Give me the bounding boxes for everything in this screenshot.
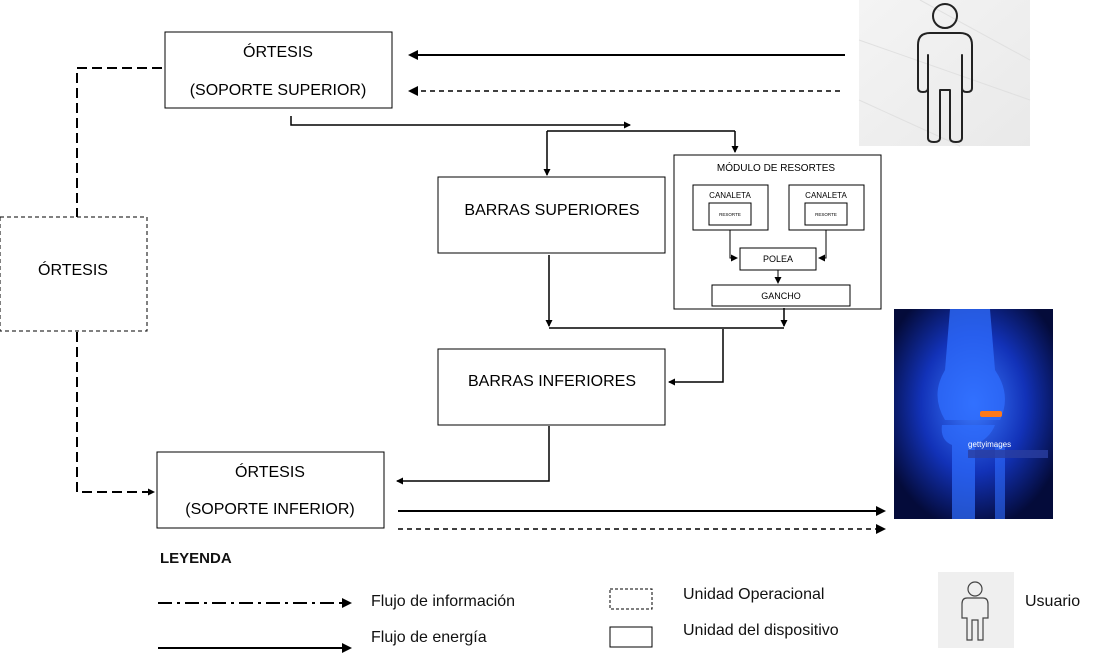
svg-text:gettyimages: gettyimages bbox=[968, 440, 1011, 449]
legend-operational-swatch bbox=[609, 588, 653, 610]
ortesis-superior-line2: (SOPORTE SUPERIOR) bbox=[190, 82, 367, 99]
legend-user-label: Usuario bbox=[1025, 593, 1081, 610]
barras-superiores-label: BARRAS SUPERIORES bbox=[464, 202, 639, 219]
connector-canaleta-right-to-polea bbox=[818, 230, 827, 262]
legend-user-icon bbox=[938, 572, 1014, 648]
ortesis-inferior-line1: ÓRTESIS bbox=[235, 462, 305, 481]
legend-device-swatch bbox=[609, 626, 653, 648]
ortesis-superior-line1: ÓRTESIS bbox=[243, 42, 313, 61]
legend-title: LEYENDA bbox=[160, 550, 232, 567]
legend-device-label: Unidad del dispositivo bbox=[683, 622, 839, 639]
barras-inferiores-label: BARRAS INFERIORES bbox=[468, 373, 636, 390]
gancho-box bbox=[711, 284, 851, 307]
gancho-label: GANCHO bbox=[761, 291, 801, 301]
ortesis-inferior-box bbox=[156, 451, 385, 529]
canaleta-right-inner-box bbox=[804, 202, 848, 226]
canaleta-left-label: CANALETA bbox=[709, 191, 751, 200]
connector-barras-inf-to-ortesis-inf bbox=[396, 426, 550, 485]
ortesis-superior-box bbox=[164, 31, 393, 109]
canaleta-left-inner-box bbox=[708, 202, 752, 226]
legend-operational-label: Unidad Operacional bbox=[683, 586, 825, 603]
canaleta-right-inner: RESORTE bbox=[815, 212, 837, 217]
legend-info-label: Flujo de información bbox=[371, 593, 516, 610]
connector-superior-to-center-dashed bbox=[76, 67, 162, 217]
connector-canaleta-left-to-polea bbox=[729, 230, 738, 262]
connector-center-to-inferior-dashed bbox=[76, 332, 155, 496]
knee-anatomy-image: gettyimages bbox=[894, 309, 1053, 519]
connector-superior-to-split bbox=[290, 116, 631, 129]
ortesis-center-box bbox=[0, 216, 148, 332]
polea-label: POLEA bbox=[763, 254, 793, 264]
user-figure-image bbox=[858, 0, 1031, 147]
barras-superiores-box bbox=[437, 176, 666, 254]
legend-graphics bbox=[158, 572, 1014, 653]
legend-energy-label: Flujo de energía bbox=[371, 629, 487, 646]
ortesis-center-label: ÓRTESIS bbox=[38, 260, 108, 279]
barras-inferiores-box bbox=[437, 348, 666, 426]
ortesis-inferior-line2: (SOPORTE INFERIOR) bbox=[185, 501, 355, 518]
canaleta-left-inner: RESORTE bbox=[719, 212, 741, 217]
canaleta-right-label: CANALETA bbox=[805, 191, 847, 200]
connector-bus-to-barras-inferiores bbox=[668, 329, 724, 386]
modulo-resortes-title: MÓDULO DE RESORTES bbox=[717, 161, 835, 174]
person-icon bbox=[917, 3, 973, 143]
